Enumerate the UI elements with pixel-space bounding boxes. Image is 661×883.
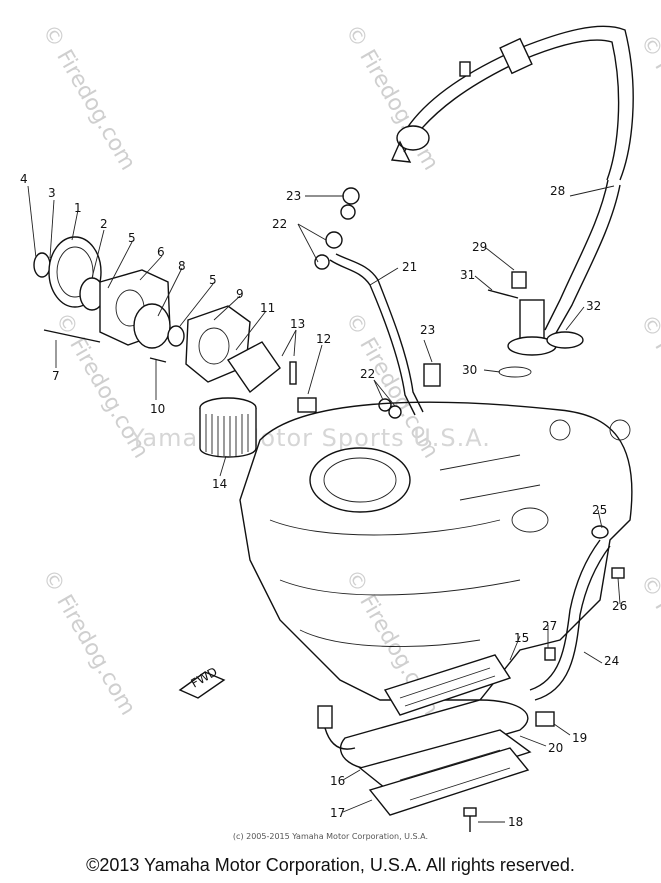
callout-19: 19 — [572, 731, 587, 745]
callout-31: 31 — [460, 268, 475, 282]
callout-21: 21 — [402, 260, 417, 274]
callout-15: 15 — [514, 631, 529, 645]
watermark-1: © Firedog.com — [37, 21, 140, 175]
small-copyright-line: (c) 2005-2015 Yamaha Motor Corporation, … — [232, 832, 429, 841]
callout-5b: 5 — [209, 273, 217, 287]
callout-18: 18 — [508, 815, 523, 829]
callout-27: 27 — [542, 619, 557, 633]
oil-hose-28 — [390, 25, 634, 334]
callout-17: 17 — [330, 806, 345, 820]
leader-lines — [27, 185, 621, 823]
callout-25: 25 — [592, 503, 607, 517]
callout-20: 20 — [548, 741, 563, 755]
callout-30: 30 — [462, 363, 477, 377]
callout-32: 32 — [586, 299, 601, 313]
callout-1: 1 — [74, 201, 82, 215]
callout-7: 7 — [52, 369, 60, 383]
oil-filter-14 — [199, 397, 257, 458]
callout-12: 12 — [316, 332, 331, 346]
callout-26: 26 — [612, 599, 627, 613]
callout-9: 9 — [236, 287, 244, 301]
oil-pipe-24 — [529, 525, 625, 701]
callout-16: 16 — [330, 774, 345, 788]
oil-pump-assembly — [33, 236, 317, 413]
strainer-assembly — [317, 647, 556, 832]
fwd-badge: FWD — [178, 664, 226, 699]
watermarks: © Firedog.com © Firedog.com © Firedog.co… — [37, 21, 661, 725]
footer-copyright: ©2013 Yamaha Motor Corporation, U.S.A. A… — [86, 855, 575, 875]
callout-24: 24 — [604, 654, 619, 668]
watermark-8: © Firedog.com — [635, 311, 661, 465]
watermark-9: © Firedog.com — [635, 571, 661, 725]
callout-11: 11 — [260, 301, 275, 315]
callout-10: 10 — [150, 402, 165, 416]
vendor-watermark: Yamaha Motor Sports U.S.A. — [129, 424, 491, 452]
watermark-5: © Firedog.com — [37, 566, 140, 720]
callout-4: 4 — [20, 172, 28, 186]
watermark-7: © Firedog.com — [635, 31, 661, 185]
callout-14: 14 — [212, 477, 227, 491]
filler-assembly — [487, 271, 584, 378]
callout-13: 13 — [290, 317, 305, 331]
watermark-2: © Firedog.com — [340, 21, 443, 175]
callout-28: 28 — [550, 184, 565, 198]
callout-5a: 5 — [128, 231, 136, 245]
crankcase — [239, 401, 633, 701]
callout-23b: 23 — [420, 323, 435, 337]
callout-22b: 22 — [360, 367, 375, 381]
callout-2: 2 — [100, 217, 108, 231]
callout-22a: 22 — [272, 217, 287, 231]
callout-8: 8 — [178, 259, 186, 273]
callout-6: 6 — [157, 245, 165, 259]
callout-3: 3 — [48, 186, 56, 200]
callout-labels: 4 3 1 2 5 6 8 5 9 11 13 12 7 10 14 23 22… — [20, 172, 627, 829]
callout-23a: 23 — [286, 189, 301, 203]
callout-29: 29 — [472, 240, 487, 254]
